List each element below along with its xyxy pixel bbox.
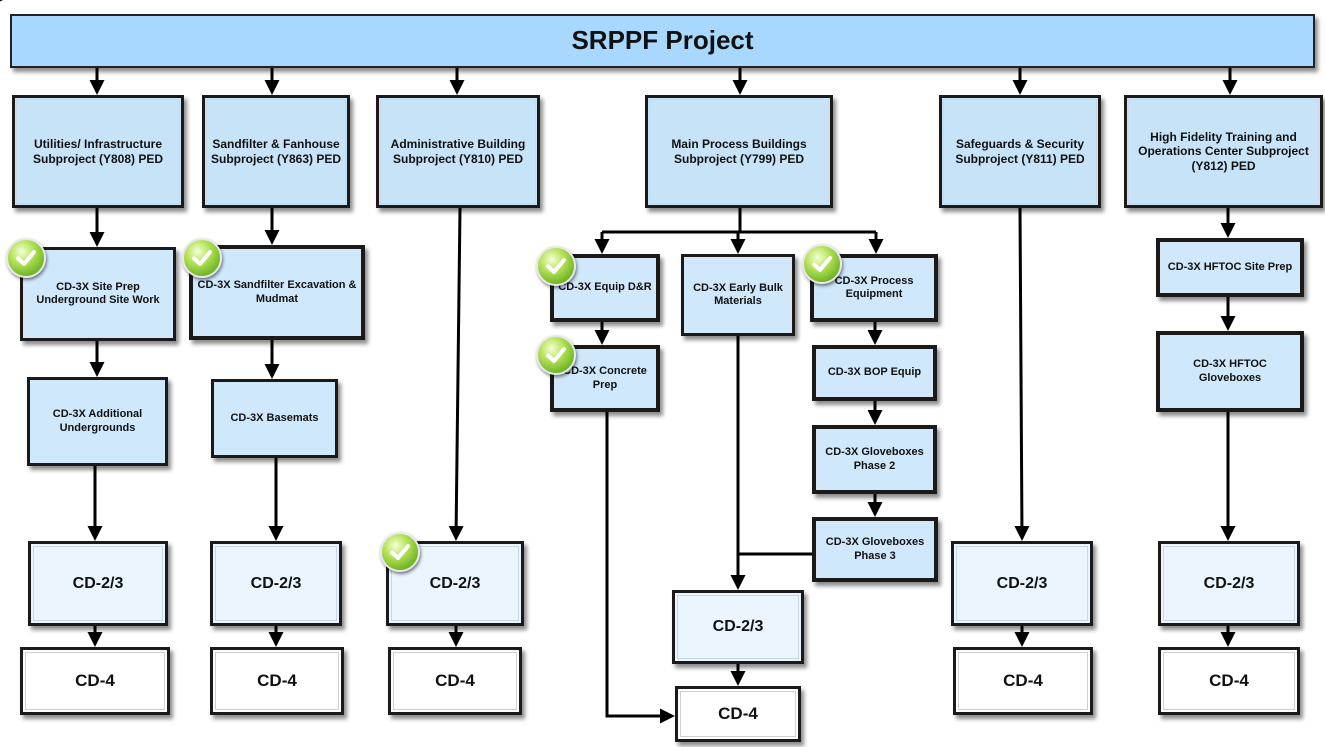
cd4-utilities: CD-4: [20, 647, 170, 715]
checkmark-icon: [6, 238, 46, 278]
cd3x-hftoc-gloveboxes-label: CD-3X HFTOC Gloveboxes: [1193, 358, 1267, 384]
cd23-label: CD-2/3: [429, 574, 481, 592]
cd23-label: CD-2/3: [250, 574, 302, 592]
cd4-safeguards: CD-4: [953, 647, 1093, 715]
checkmark-icon: [380, 532, 420, 572]
checkmark-icon: [536, 246, 576, 286]
subproject-administrative: Administrative Building Subproject (Y810…: [376, 95, 540, 208]
checkmark-icon: [182, 238, 222, 278]
cd3x-site-prep-label: CD-3X Site Prep Underground Site Work: [36, 280, 160, 306]
subproject-main-process: Main Process Buildings Subproject (Y799)…: [645, 95, 833, 208]
cd4-sandfilter: CD-4: [210, 647, 344, 715]
cd3x-site-prep: CD-3X Site Prep Underground Site Work: [20, 247, 176, 341]
cd4-label: CD-4: [718, 703, 758, 723]
subproject-main-process-label: Main Process Buildings Subproject (Y799)…: [671, 136, 807, 166]
cd4-label: CD-4: [257, 670, 297, 690]
cd3x-hftoc-site-prep: CD-3X HFTOC Site Prep: [1156, 238, 1304, 297]
cd3x-early-bulk-materials-label: CD-3X Early Bulk Materials: [693, 281, 783, 307]
cd3x-equip-dr-label: CD-3X Equip D&R: [558, 281, 652, 294]
cd4-administrative: CD-4: [388, 647, 522, 715]
cd3x-bop-equip: CD-3X BOP Equip: [812, 345, 937, 401]
subproject-sandfilter: Sandfilter & Fanhouse Subproject (Y863) …: [202, 95, 350, 208]
subproject-safeguards: Safeguards & Security Subproject (Y811) …: [939, 95, 1101, 208]
cd23-hftoc: CD-2/3: [1158, 541, 1300, 626]
cd3x-bop-equip-label: CD-3X BOP Equip: [827, 366, 922, 379]
cd3x-sandfilter-excavation-label: CD-3X Sandfilter Excavation & Mudmat: [197, 279, 357, 305]
cd23-label: CD-2/3: [996, 574, 1048, 592]
cd3x-process-equipment-label: CD-3X Process Equipment: [834, 274, 914, 300]
cd3x-basemats: CD-3X Basemats: [211, 379, 338, 458]
cd3x-concrete-prep-label: CD-3X Concrete Prep: [563, 365, 647, 391]
cd23-main-process: CD-2/3: [672, 590, 804, 664]
cd4-label: CD-4: [1003, 670, 1043, 690]
cd3x-additional-undergrounds: CD-3X Additional Undergrounds: [27, 377, 168, 466]
project-title: SRPPF Project: [10, 14, 1315, 68]
cd4-hftoc: CD-4: [1158, 647, 1300, 715]
cd23-sandfilter: CD-2/3: [210, 541, 342, 626]
cd3x-hftoc-gloveboxes: CD-3X HFTOC Gloveboxes: [1156, 331, 1304, 412]
project-title-text: SRPPF Project: [571, 25, 754, 56]
cd3x-early-bulk-materials: CD-3X Early Bulk Materials: [681, 254, 795, 336]
cd3x-additional-undergrounds-label: CD-3X Additional Undergrounds: [52, 408, 143, 434]
cd3x-gloveboxes-phase-2-label: CD-3X Gloveboxes Phase 2: [825, 446, 924, 472]
cd3x-hftoc-site-prep-label: CD-3X HFTOC Site Prep: [1167, 260, 1293, 273]
cd23-utilities: CD-2/3: [28, 541, 168, 626]
checkmark-icon: [802, 244, 842, 284]
cd23-label: CD-2/3: [712, 618, 764, 636]
cd4-label: CD-4: [75, 670, 115, 690]
cd23-label: CD-2/3: [1203, 574, 1255, 592]
checkmark-icon: [536, 335, 576, 375]
cd4-label: CD-4: [1209, 670, 1249, 690]
subproject-safeguards-label: Safeguards & Security Subproject (Y811) …: [955, 136, 1085, 166]
cd3x-gloveboxes-phase-2: CD-3X Gloveboxes Phase 2: [812, 425, 937, 494]
subproject-hftoc: High Fidelity Training and Operations Ce…: [1124, 95, 1323, 208]
subproject-administrative-label: Administrative Building Subproject (Y810…: [390, 136, 526, 166]
subproject-sandfilter-label: Sandfilter & Fanhouse Subproject (Y863) …: [210, 136, 342, 166]
subproject-hftoc-label: High Fidelity Training and Operations Ce…: [1138, 129, 1309, 173]
subproject-utilities: Utilities/ Infrastructure Subproject (Y8…: [12, 95, 184, 208]
cd3x-gloveboxes-phase-3: CD-3X Gloveboxes Phase 3: [812, 517, 938, 582]
cd3x-basemats-label: CD-3X Basemats: [230, 411, 319, 424]
subproject-utilities-label: Utilities/ Infrastructure Subproject (Y8…: [32, 136, 164, 166]
cd3x-gloveboxes-phase-3-label: CD-3X Gloveboxes Phase 3: [825, 536, 925, 562]
cd23-label: CD-2/3: [72, 574, 124, 592]
cd4-main-process: CD-4: [675, 686, 801, 742]
cd23-safeguards: CD-2/3: [951, 541, 1093, 626]
cd4-label: CD-4: [435, 670, 475, 690]
